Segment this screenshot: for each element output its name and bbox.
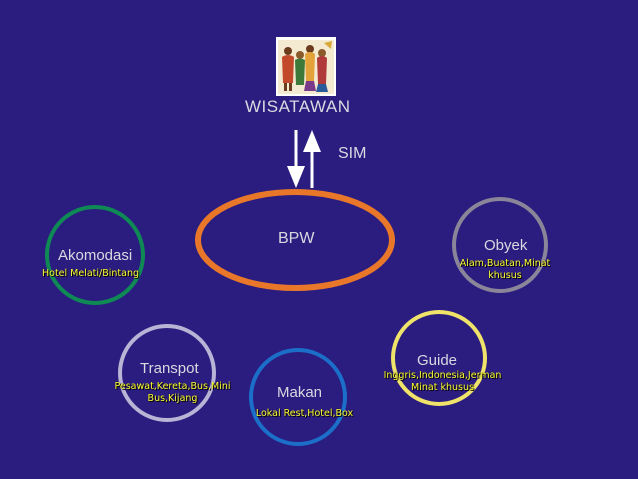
- transpot-note-line: Bus,Kijang: [147, 393, 198, 404]
- guide-label: Guide: [417, 352, 458, 369]
- guide-note: Inggris,Indonesia,Jerman Minat khusus: [380, 370, 505, 394]
- guide-circle: [391, 310, 487, 406]
- guide-note-line: Inggris,Indonesia,Jerman: [383, 370, 502, 381]
- transpot-note: Pesawat,Kereta,Bus,Mini Bus,Kijang: [110, 381, 235, 405]
- center-label: BPW: [278, 230, 315, 247]
- up-arrow: [303, 130, 321, 188]
- tourists-clipart-icon: [276, 37, 336, 96]
- guide-note-line: Minat khusus: [411, 382, 474, 393]
- obyek-note-line: Alam,Buatan,Minat: [459, 258, 551, 269]
- transpot-label: Transpot: [140, 360, 199, 377]
- down-arrow: [287, 130, 305, 188]
- obyek-circle: [452, 197, 548, 293]
- flow-label: SIM: [338, 145, 367, 162]
- obyek-note-line: khusus: [488, 270, 522, 281]
- akomodasi-note: Hotel Melati/Bintang: [42, 268, 140, 279]
- akomodasi-circle: [45, 205, 145, 305]
- transpot-note-line: Pesawat,Kereta,Bus,Mini: [114, 381, 231, 392]
- transpot-circle: [118, 324, 216, 422]
- obyek-label: Obyek: [484, 237, 528, 254]
- obyek-note: Alam,Buatan,Minat khusus: [455, 258, 555, 282]
- makan-label: Makan: [277, 384, 323, 401]
- diagram-title: WISATAWAN: [245, 97, 351, 116]
- makan-circle: [249, 348, 347, 446]
- akomodasi-label: Akomodasi: [58, 247, 133, 264]
- bpw-ellipse: [195, 189, 395, 291]
- makan-note: Lokal Rest,Hotel,Box: [255, 408, 354, 419]
